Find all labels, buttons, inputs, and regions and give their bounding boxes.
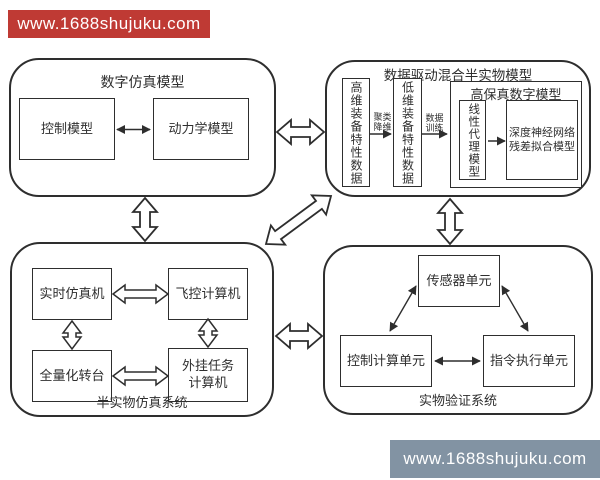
arrow-digital-hilsim (131, 196, 159, 243)
group-title-physical-verify: 实物验证系统 (418, 393, 497, 408)
group-digital-sim-model: 数字仿真模型 控制模型 动力学模型 (9, 58, 276, 197)
label-cluster-dimension-reduction: 聚类 降维 (373, 112, 392, 133)
label-data-training: 数据 训练 (425, 113, 444, 134)
group-title-digital-sim: 数字仿真模型 (100, 74, 185, 90)
node-low-dim-equipment-data: 低维装备特性数据 (393, 78, 422, 187)
node-flight-control-computer: 飞控计算机 (168, 268, 248, 320)
node-dnn-residual-model: 深度神经网络 残差拟合模型 (506, 100, 578, 180)
watermark-banner-top: www.1688shujuku.com (8, 10, 210, 38)
node-control-model: 控制模型 (19, 98, 115, 160)
node-high-dim-equipment-data: 高维装备特性数据 (342, 78, 370, 187)
box-hifi-digital-model: 高保真数字模型 线性代理模型 深度神经网络 残差拟合模型 (450, 81, 582, 188)
node-realtime-simulator: 实时仿真机 (32, 268, 112, 320)
title-hifi-digital-model: 高保真数字模型 (470, 87, 562, 102)
watermark-url-top: www.1688shujuku.com (17, 14, 201, 33)
arrow-digital-datadriven (275, 118, 326, 146)
node-sensor-unit: 传感器单元 (418, 255, 500, 307)
arrow-hilsim-physical (274, 322, 324, 350)
node-full-quantized-turntable: 全量化转台 (32, 350, 112, 402)
node-command-exec-unit: 指令执行单元 (483, 335, 575, 387)
group-hil-sim-system: 实时仿真机 飞控计算机 全量化转台 外挂任务 计算机 半实物仿真系统 (10, 242, 274, 417)
group-physical-verify-system: 传感器单元 控制计算单元 指令执行单元 实物验证系统 (323, 245, 593, 415)
node-linear-proxy-model: 线性代理模型 (459, 100, 486, 180)
arrow-datadriven-physical (436, 197, 464, 246)
watermark-banner-bottom: www.1688shujuku.com (390, 440, 600, 478)
node-dynamics-model: 动力学模型 (153, 98, 249, 160)
group-title-hil-sim: 半实物仿真系统 (96, 395, 188, 410)
group-data-driven-model: 数据驱动混合半实物模型 高维装备特性数据 聚类 降维 低维装备特性数据 数据 训… (325, 60, 591, 197)
arrow-hilsim-datadriven-diagonal (264, 194, 333, 246)
watermark-url-bottom: www.1688shujuku.com (403, 449, 587, 468)
node-control-compute-unit: 控制计算单元 (340, 335, 432, 387)
